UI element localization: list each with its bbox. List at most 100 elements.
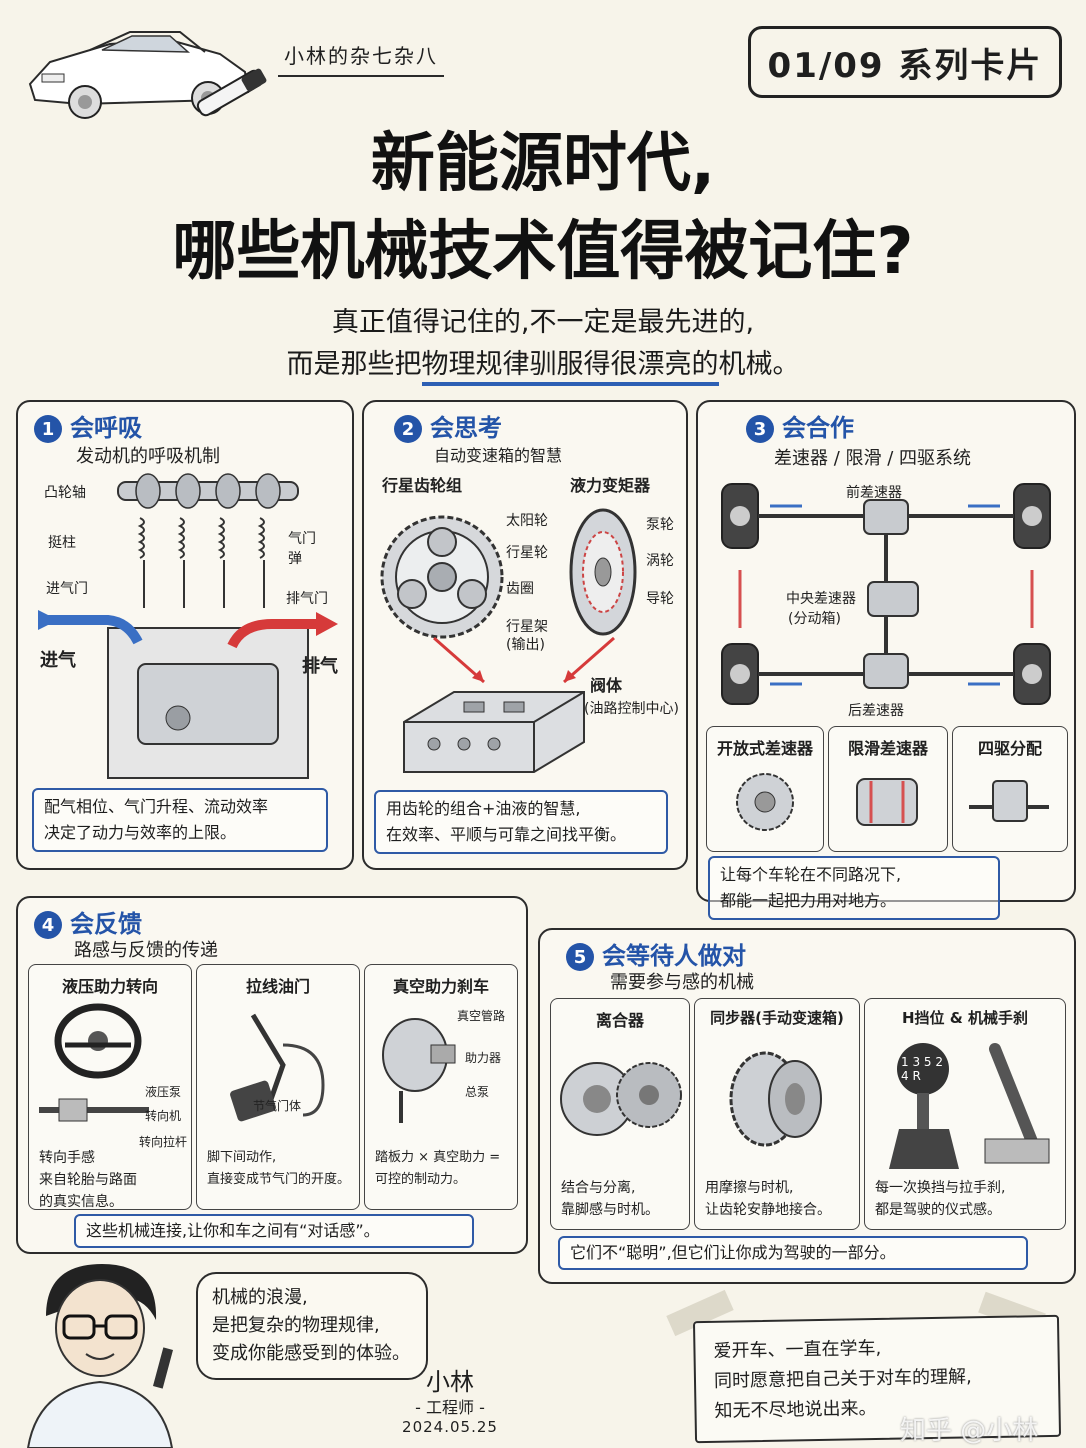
- label-carrier: 行星架: [506, 619, 548, 635]
- label-tie-rod: 转向拉杆: [139, 1135, 188, 1149]
- card4-subtitle: 路感与反馈的传递: [74, 940, 218, 961]
- label-front-differential: 前差速器: [846, 485, 902, 501]
- card2-note-line1: 用齿轮的组合+油液的智慧,: [386, 799, 581, 818]
- sub-open-diff-title: 开放式差速器: [716, 739, 813, 758]
- label-throttle-body: 节气门体: [253, 1099, 302, 1113]
- card3-note-line1: 让每个车轮在不同路况下,: [720, 865, 902, 884]
- card3-note-line2: 都能一起把力用对地方。: [720, 891, 897, 910]
- author-role: - 工程师 -: [415, 1398, 485, 1417]
- card3-title: 会合作: [782, 414, 854, 442]
- shifter-desc-line1: 每一次换挡与拉手刹,: [875, 1180, 1006, 1196]
- sub-lsd-title: 限滑差速器: [847, 739, 928, 758]
- label-planet-gear: 行星轮: [506, 545, 548, 561]
- label-pump: 泵轮: [646, 517, 674, 533]
- card5-heading: 5 会等待人做对: [566, 936, 746, 971]
- sub-awd-title: 四驱分配: [977, 739, 1042, 758]
- label-carrier-output: (输出): [506, 637, 545, 653]
- bubble-line1: 机械的浪漫,: [212, 1287, 308, 1308]
- clutch-disc-icon: [560, 1062, 682, 1136]
- sub-synchronizer: 同步器(手动变速箱) 用摩擦与时机, 让齿轮安静地接合。: [694, 998, 860, 1230]
- card1-title: 会呼吸: [70, 414, 142, 442]
- label-torque-converter: 液力变矩器: [570, 476, 651, 495]
- sub-open-diff: 开放式差速器: [706, 726, 824, 852]
- label-valve-body-desc: (油路控制中心): [584, 701, 679, 717]
- label-center-differential: 中央差速器: [786, 591, 856, 607]
- open-differential-icon: [736, 773, 794, 831]
- subtitle-line1: 真正值得记住的,不一定是最先进的,: [331, 307, 755, 338]
- sub-clutch-title: 离合器: [595, 1011, 644, 1030]
- sub-steering-desc: 转向手感 来自轮胎与路面 的真实信息。: [39, 1147, 185, 1213]
- label-turbine: 涡轮: [646, 553, 674, 569]
- speech-bubble: 机械的浪漫, 是把复杂的物理规律, 变成你能感受到的体验。: [196, 1272, 428, 1380]
- intake-arrow-icon: [38, 610, 143, 645]
- label-steering-gear: 转向机: [145, 1109, 182, 1123]
- card5-number: 5: [566, 943, 594, 971]
- author-avatar: [26, 1264, 174, 1448]
- card5-title: 会等待人做对: [602, 942, 746, 970]
- sub-throttle-desc: 脚下间动作, 直接变成节气门的开度。: [207, 1147, 353, 1191]
- shifter-desc-line2: 都是驾驶的仪式感。: [875, 1202, 1001, 1218]
- steering-desc-line1: 转向手感: [39, 1150, 95, 1166]
- card3-note: 让每个车轮在不同路况下, 都能一起把力用对地方。: [708, 856, 1000, 920]
- sub-vacuum-brake: 真空助力刹车 真空管路 助力器 总泵 踏板力 × 真空助力 = 可控的制动力。: [364, 964, 518, 1210]
- label-intake: 进气: [40, 650, 76, 671]
- steering-desc-line2: 来自轮胎与路面: [39, 1172, 137, 1188]
- gear-shifter-icon: [889, 1043, 959, 1169]
- subtitle-highlight: 物理规律驯服得很漂亮的: [421, 349, 719, 386]
- handbrake-icon: [984, 1043, 1050, 1164]
- exhaust-arrow-icon: [227, 612, 338, 649]
- label-booster: 助力器: [465, 1051, 502, 1065]
- sub-lsd: 限滑差速器: [828, 726, 948, 852]
- label-intake-valve: 进气门: [46, 581, 88, 597]
- brake-desc-line2: 可控的制动力。: [375, 1172, 467, 1187]
- throttle-pedal-icon: [230, 1013, 325, 1122]
- sub-shifter-title: H挡位 & 机械手刹: [901, 1009, 1029, 1027]
- card1-note: 配气相位、气门升程、流动效率 决定了动力与效率的上限。: [32, 788, 328, 852]
- engine-valvetrain-illustration: [107, 473, 309, 779]
- label-exhaust: 排气: [302, 656, 338, 677]
- card4-note: 这些机械连接,让你和车之间有“对话感”。: [74, 1214, 474, 1248]
- drivetrain-illustration: [721, 483, 1051, 705]
- sub-brake-desc: 踏板力 × 真空助力 = 可控的制动力。: [375, 1147, 511, 1191]
- sub-steering-title: 液压助力转向: [61, 977, 158, 996]
- sub-awd: 四驱分配: [952, 726, 1068, 852]
- steering-rack-icon: [39, 1098, 149, 1122]
- label-valve-body: 阀体: [590, 676, 623, 695]
- sub-shifter-desc: 每一次换挡与拉手刹, 都是驾驶的仪式感。: [875, 1177, 1059, 1221]
- flow-arrows: [433, 636, 615, 684]
- label-valve-spring: 气门弹: [288, 531, 316, 567]
- card5-note: 它们不“聪明”,但它们让你成为驾驶的一部分。: [558, 1236, 1028, 1270]
- card2-subtitle: 自动变速箱的智慧: [434, 446, 563, 465]
- awd-transfer-icon: [969, 780, 1049, 822]
- label-planetary-gearset: 行星齿轮组: [382, 476, 463, 495]
- card5-subtitle: 需要参与感的机械: [610, 972, 754, 993]
- card-wait-for-human: 5 会等待人做对 需要参与感的机械 离合器 结合与分离, 靠脚感与时机。 同步器(…: [538, 928, 1076, 1284]
- brake-desc-line1: 踏板力 × 真空助力 =: [375, 1150, 501, 1165]
- card3-subtitle: 差速器 / 限滑 / 四驱系统: [774, 448, 972, 469]
- page-title-line1: 新能源时代,: [370, 127, 716, 201]
- throttle-desc-line1: 脚下间动作,: [207, 1150, 277, 1165]
- label-exhaust-valve: 排气门: [286, 591, 328, 607]
- card1-note-line1: 配气相位、气门升程、流动效率: [44, 797, 269, 816]
- marker-pen-icon: [196, 68, 267, 117]
- sub-cable-throttle: 拉线油门 节气门体 脚下间动作, 直接变成节气门的开度。: [196, 964, 360, 1210]
- brand-label: 小林的杂七杂八: [278, 38, 444, 77]
- synchronizer-icon: [729, 1051, 822, 1147]
- bubble-line2: 是把复杂的物理规律,: [212, 1315, 380, 1336]
- sub-clutch-desc: 结合与分离, 靠脚感与时机。: [561, 1177, 683, 1221]
- brake-booster-icon: [382, 1018, 456, 1123]
- card1-note-line2: 决定了动力与效率的上限。: [44, 823, 237, 842]
- clutch-desc-line1: 结合与分离,: [561, 1180, 636, 1196]
- steering-desc-line3: 的真实信息。: [39, 1194, 123, 1210]
- limited-slip-differential-icon: [856, 778, 918, 826]
- label-camshaft: 凸轮轴: [44, 485, 86, 501]
- steering-wheel-icon: [54, 1003, 142, 1079]
- sub-hydraulic-steering: 液压助力转向 液压泵 转向机 转向拉杆 转向手感 来自轮胎与路面 的真实信息。: [28, 964, 192, 1210]
- label-stator: 导轮: [646, 591, 674, 607]
- valve-body-illustration: [403, 691, 585, 773]
